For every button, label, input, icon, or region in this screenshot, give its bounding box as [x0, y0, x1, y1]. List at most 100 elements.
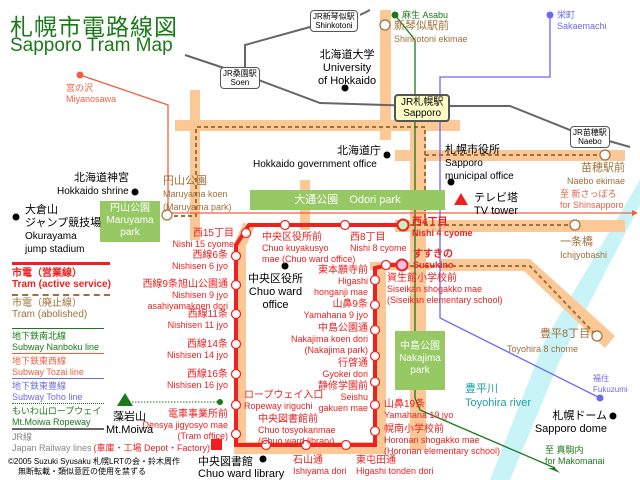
tozai-line [79, 74, 632, 214]
subway-asabu[interactable]: 麻生 Asabu [402, 10, 449, 20]
landmark-shrine-en: Hokkaido shrine [57, 186, 129, 197]
tram-stop-marker[interactable] [300, 439, 312, 451]
toyohira-river [490, 180, 640, 480]
abolished-stop-marker [161, 209, 173, 221]
tv-tower-icon [454, 193, 468, 205]
legend-tram: 市電（営業線）Tram (active service) [12, 268, 111, 290]
tram-stop-marker[interactable] [230, 338, 242, 350]
tram-stop-marker[interactable] [230, 279, 242, 291]
tram-stop-marker[interactable] [339, 219, 351, 231]
old-station-toyohira8: 豊平8丁目 [540, 328, 591, 340]
tram-stop-marker[interactable] [369, 399, 381, 411]
tram-stops [230, 218, 410, 451]
tram-stop-marker[interactable] [230, 368, 242, 380]
depot-label: (車庫・工場 Depot・Factory) [93, 443, 210, 453]
tram-stop-marker[interactable] [340, 439, 352, 451]
tram-stop-marker[interactable] [230, 428, 242, 440]
tram-stop-marker[interactable] [240, 227, 252, 239]
depot-icon [211, 439, 222, 450]
landmark-gov-office-ja: 北海道庁 [337, 145, 381, 157]
moiwa-icon [117, 393, 133, 406]
title-ja: 札幌市電路線図 [10, 14, 178, 40]
tram-stop-marker[interactable] [369, 274, 381, 286]
toho-line [439, 15, 601, 399]
landmark-shrine-ja: 北海道神宮 [74, 172, 129, 184]
legend-abolished: 市電（廃止線）Tram (abolished) [12, 298, 88, 320]
nanboku-line [394, 14, 556, 469]
makomanai-arrow [548, 468, 560, 473]
tram-stop-marker[interactable] [369, 324, 381, 336]
transfer-stop-marker[interactable] [395, 258, 409, 272]
abolished-stop-marker [599, 149, 611, 161]
tram-stop-marker[interactable] [369, 425, 381, 437]
tram-stop-marker[interactable] [230, 399, 242, 411]
tram-stop-marker[interactable] [230, 250, 242, 262]
abolished-stop-marker [591, 330, 603, 342]
abolished-stop-marker [379, 19, 391, 31]
old-station-toyohira8-en: Toyohira 8 chome [507, 344, 579, 354]
title-en: Sapporo Tram Map [10, 35, 173, 56]
tram-stop-marker[interactable] [279, 219, 291, 231]
shinsapporo-arrow [632, 210, 638, 216]
tram-stop-marker[interactable] [380, 259, 392, 271]
tram-stop-marker[interactable] [260, 439, 272, 451]
tram-stop-marker[interactable] [369, 376, 381, 388]
abolished-stop-marker [569, 219, 581, 231]
landmark-gov-office-en: Hokkaido government office [253, 159, 377, 170]
copyright: ©2005 Suzuki Syusaku 札幌LRTの会・鈴木周作無断転載・類似… [8, 457, 181, 476]
tram-stop-marker[interactable] [230, 308, 242, 320]
tram-stop-marker[interactable] [369, 350, 381, 362]
tram-stop-marker[interactable] [369, 299, 381, 311]
odori-park: 大通公園 Odori park [250, 190, 445, 210]
landmark-dots [12, 84, 617, 463]
transfer-stop-marker[interactable] [396, 218, 410, 232]
abolished-lines [167, 126, 605, 337]
